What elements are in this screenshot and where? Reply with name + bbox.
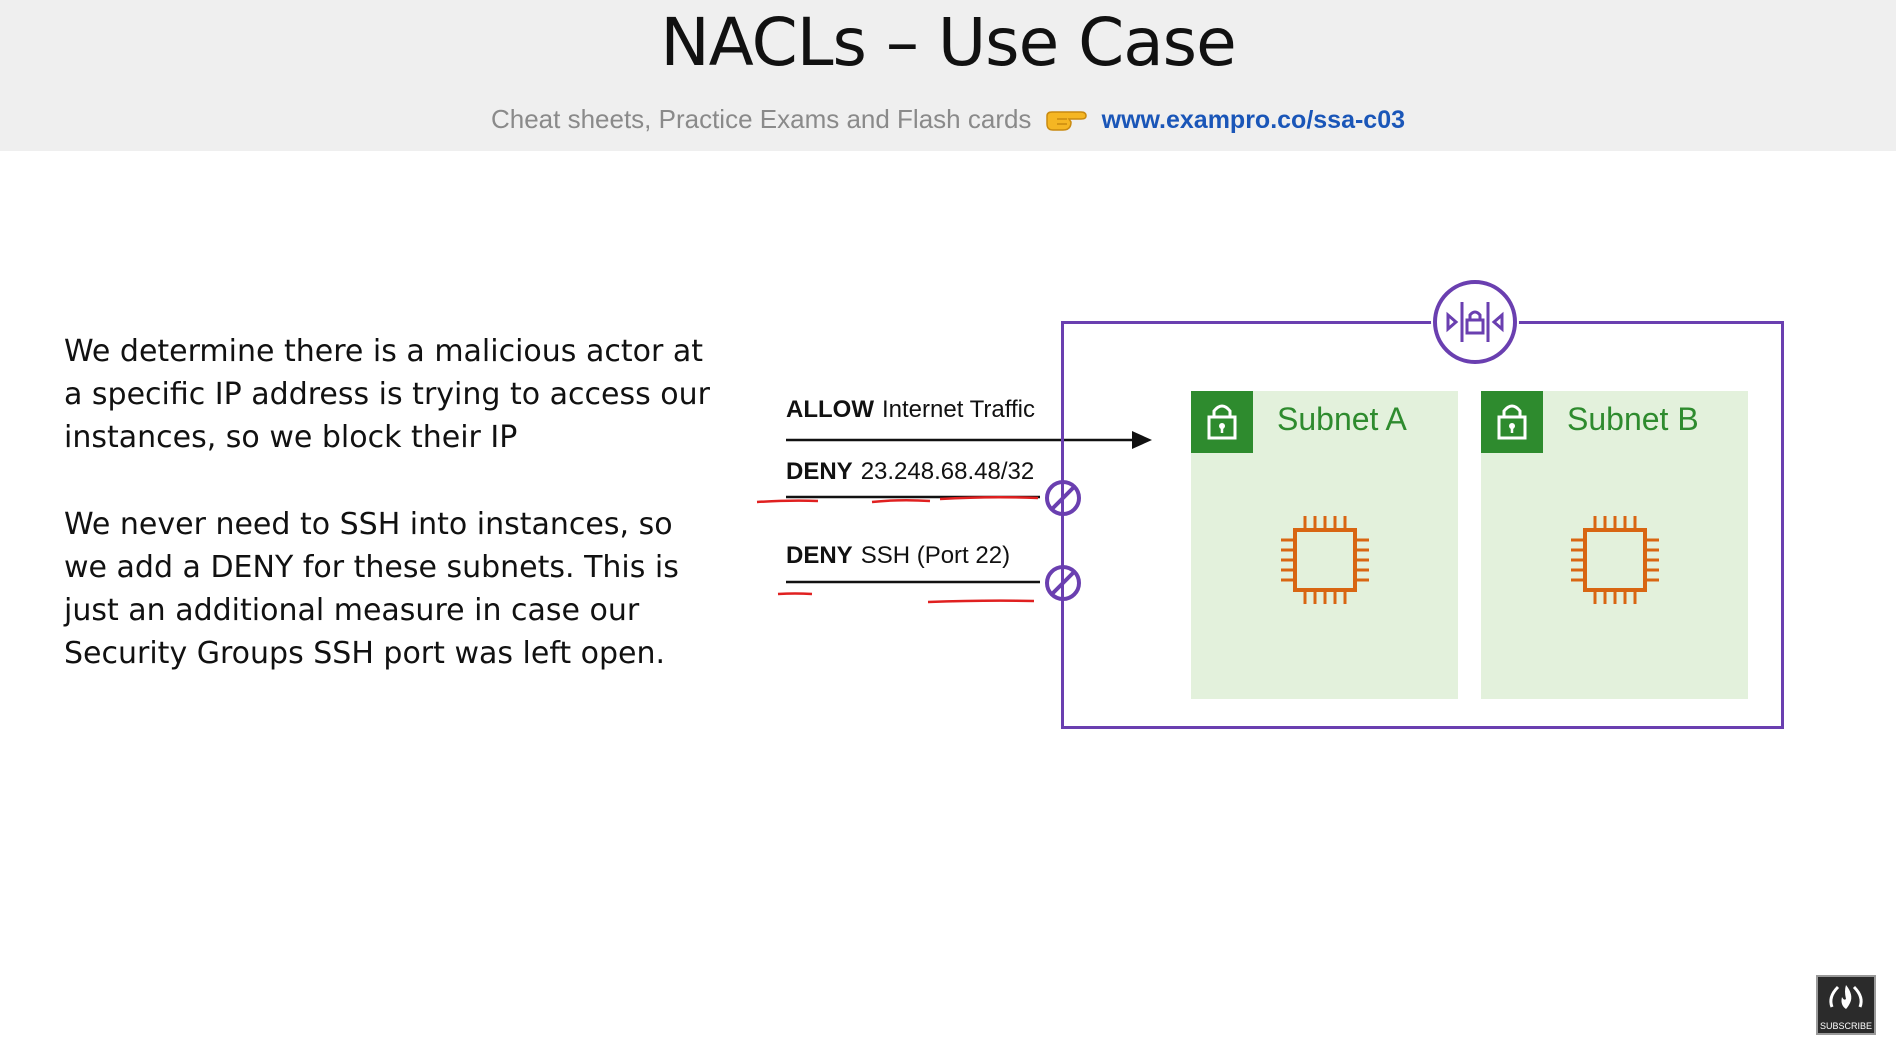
subscribe-label: SUBSCRIBE bbox=[1819, 1021, 1872, 1031]
subnet-label: Subnet A bbox=[1277, 401, 1407, 437]
arrow-icon bbox=[1132, 431, 1152, 449]
rule-action: DENY bbox=[786, 542, 853, 569]
subnet-a: Subnet A bbox=[1191, 391, 1458, 699]
rule-target: Internet Traffic bbox=[881, 396, 1035, 423]
ec2-instance-icon bbox=[1568, 513, 1662, 611]
paragraph-ssh-deny: We never need to SSH into instances, so … bbox=[64, 507, 679, 671]
rule-target: SSH (Port 22) bbox=[860, 542, 1011, 569]
pointing-hand-icon bbox=[1043, 104, 1089, 138]
lock-icon bbox=[1481, 391, 1543, 453]
paragraph-malicious-actor: We determine there is a malicious actor … bbox=[64, 334, 710, 455]
rule-deny-ip-label: DENY 23.248.68.48/32 bbox=[786, 458, 1034, 486]
ec2-instance-icon bbox=[1278, 513, 1372, 611]
red-annotations bbox=[756, 495, 1039, 604]
subtitle-text: Cheat sheets, Practice Exams and Flash c… bbox=[490, 104, 1032, 134]
lock-icon bbox=[1191, 391, 1253, 453]
rule-target: 23.248.68.48/32 bbox=[860, 458, 1035, 485]
rule-action: ALLOW bbox=[786, 396, 874, 423]
rule-allow-label: ALLOW Internet Traffic bbox=[786, 396, 1035, 424]
vpc-boundary bbox=[1061, 321, 1784, 729]
nacl-icon bbox=[1431, 278, 1519, 366]
subnet-label: Subnet B bbox=[1567, 401, 1699, 437]
subscribe-button[interactable]: SUBSCRIBE bbox=[1816, 975, 1876, 1035]
subnet-b: Subnet B bbox=[1481, 391, 1748, 699]
rule-deny-ssh-label: DENY SSH (Port 22) bbox=[786, 542, 1010, 570]
flame-icon bbox=[1829, 985, 1863, 1009]
slide-header: NACLs – Use Case Cheat sheets, Practice … bbox=[0, 0, 1896, 151]
exampro-link[interactable]: www.exampro.co/ssa-c03 bbox=[1101, 106, 1406, 134]
subtitle-row: Cheat sheets, Practice Exams and Flash c… bbox=[0, 104, 1896, 138]
rule-action: DENY bbox=[786, 458, 853, 485]
slide-title: NACLs – Use Case bbox=[660, 4, 1236, 81]
